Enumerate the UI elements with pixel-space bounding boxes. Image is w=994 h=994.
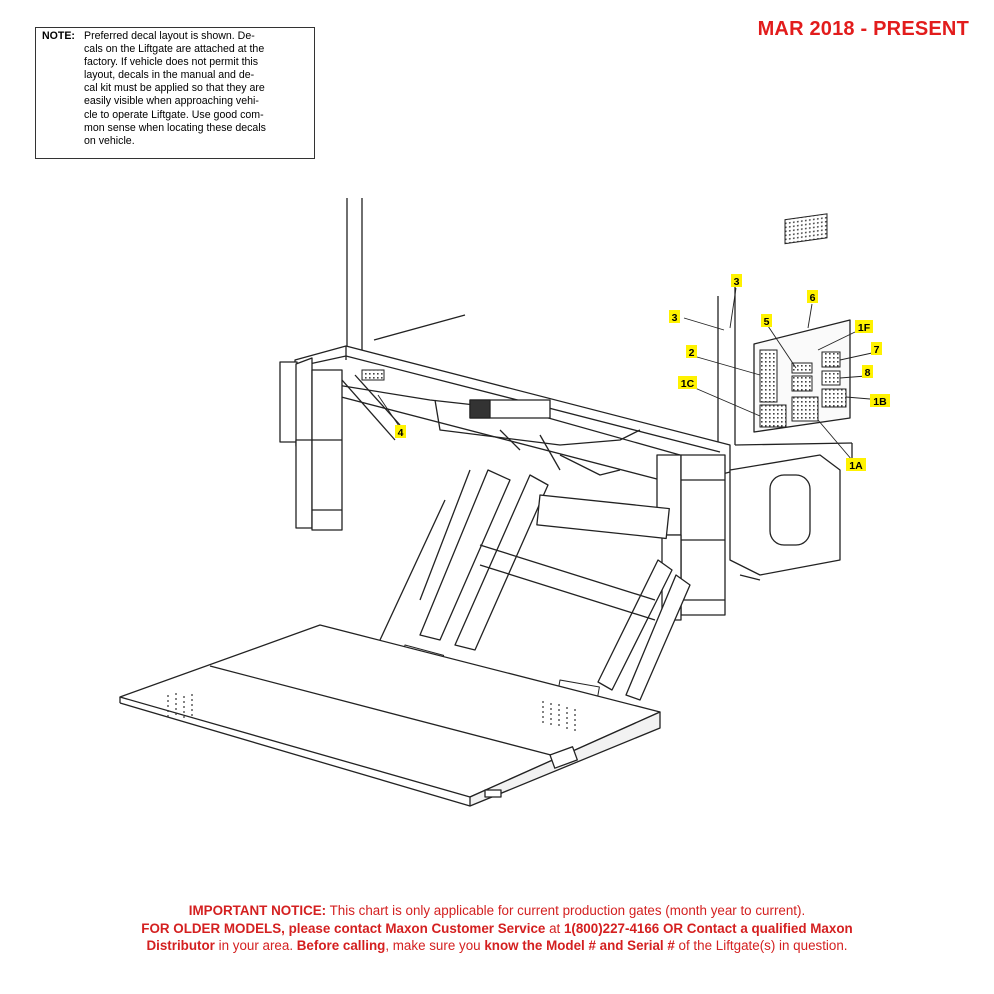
- note-text: Preferred decal layout is shown. De- cal…: [84, 30, 312, 148]
- notice-text: in your area.: [214, 938, 297, 953]
- note-box: NOTE: Preferred decal layout is shown. D…: [35, 27, 315, 159]
- date-range-title: MAR 2018 - PRESENT: [757, 18, 969, 40]
- truck-body: [346, 198, 853, 470]
- callout-4: 4: [395, 425, 406, 439]
- decal-8: [821, 370, 841, 386]
- svg-text:3: 3: [672, 312, 678, 324]
- platform-grip-right: [542, 701, 576, 734]
- important-notice: IMPORTANT NOTICE: This chart is only app…: [0, 902, 994, 955]
- notice-heading: IMPORTANT NOTICE:: [188, 903, 327, 918]
- decal-1a: [791, 396, 819, 422]
- note-line: cle to operate Liftgate. Use good com-: [84, 108, 264, 121]
- svg-text:7: 7: [874, 344, 880, 356]
- note-line: Preferred decal layout is shown. De-: [84, 30, 255, 42]
- note-label: NOTE:: [42, 30, 75, 42]
- svg-text:8: 8: [865, 367, 871, 379]
- notice-text: , make sure you: [385, 938, 485, 953]
- lift-arms: [379, 469, 691, 701]
- notice-text: This chart is only applicable for curren…: [326, 903, 806, 918]
- svg-text:3: 3: [734, 276, 740, 288]
- decal-1c: [759, 404, 787, 428]
- callout-1a: 1A: [846, 458, 866, 472]
- note-line: easily visible when approaching vehi-: [84, 95, 259, 108]
- callout-3-top: 3: [731, 274, 742, 288]
- notice-before-calling: Before calling: [296, 938, 386, 953]
- svg-text:4: 4: [398, 427, 404, 439]
- callout-1f: 1F: [855, 320, 873, 334]
- callout-3-left: 3: [669, 310, 680, 324]
- note-line: on vehicle.: [84, 134, 135, 147]
- notice-text: of the Liftgate(s) in question.: [674, 938, 848, 953]
- notice-text: at: [545, 920, 564, 936]
- note-line: factory. If vehicle does not permit this: [84, 56, 259, 69]
- notice-phone: 1(800)227-4166 OR Contact a qualified Ma…: [563, 920, 853, 936]
- note-line: mon sense when locating these decals: [84, 121, 266, 134]
- callout-5: 5: [761, 314, 772, 328]
- decal-6: [784, 213, 828, 245]
- callout-1b: 1B: [870, 394, 890, 408]
- svg-text:1F: 1F: [858, 322, 871, 334]
- notice-older-models: FOR OLDER MODELS, please contact Maxon C…: [141, 920, 546, 936]
- leader-lines: [377, 287, 873, 461]
- notice-line-3: Distributor in your area. Before calling…: [0, 937, 994, 955]
- left-post: [279, 357, 401, 531]
- platform: [119, 624, 661, 807]
- svg-text:1C: 1C: [681, 378, 695, 390]
- svg-text:5: 5: [764, 316, 770, 328]
- svg-text:1A: 1A: [849, 460, 863, 472]
- decal-7: [821, 351, 841, 368]
- decal-4: [361, 369, 385, 381]
- callout-1c: 1C: [678, 376, 697, 390]
- pump-box: [729, 454, 841, 581]
- notice-distributor: Distributor: [146, 938, 215, 953]
- decal-5: [791, 375, 813, 392]
- svg-text:1B: 1B: [873, 396, 887, 408]
- callout-2: 2: [686, 345, 697, 359]
- note-line: cals on the Liftgate are attached at the: [84, 43, 265, 56]
- callout-8: 8: [862, 365, 873, 379]
- note-line: cal kit must be applied so that they are: [84, 82, 265, 95]
- svg-text:6: 6: [810, 292, 816, 304]
- notice-line-2: FOR OLDER MODELS, please contact Maxon C…: [0, 920, 994, 938]
- controls: [434, 399, 641, 476]
- decal-1f: [791, 362, 813, 374]
- decal-2: [759, 349, 778, 403]
- svg-text:2: 2: [689, 347, 695, 359]
- note-line: layout, decals in the manual and de-: [84, 69, 255, 82]
- callout-7: 7: [871, 342, 882, 356]
- platform-grip-left: [167, 693, 193, 721]
- decal-1b: [821, 388, 847, 408]
- callout-6: 6: [807, 290, 818, 304]
- notice-line-1: IMPORTANT NOTICE: This chart is only app…: [0, 902, 994, 920]
- notice-model-serial: know the Model # and Serial #: [484, 938, 675, 953]
